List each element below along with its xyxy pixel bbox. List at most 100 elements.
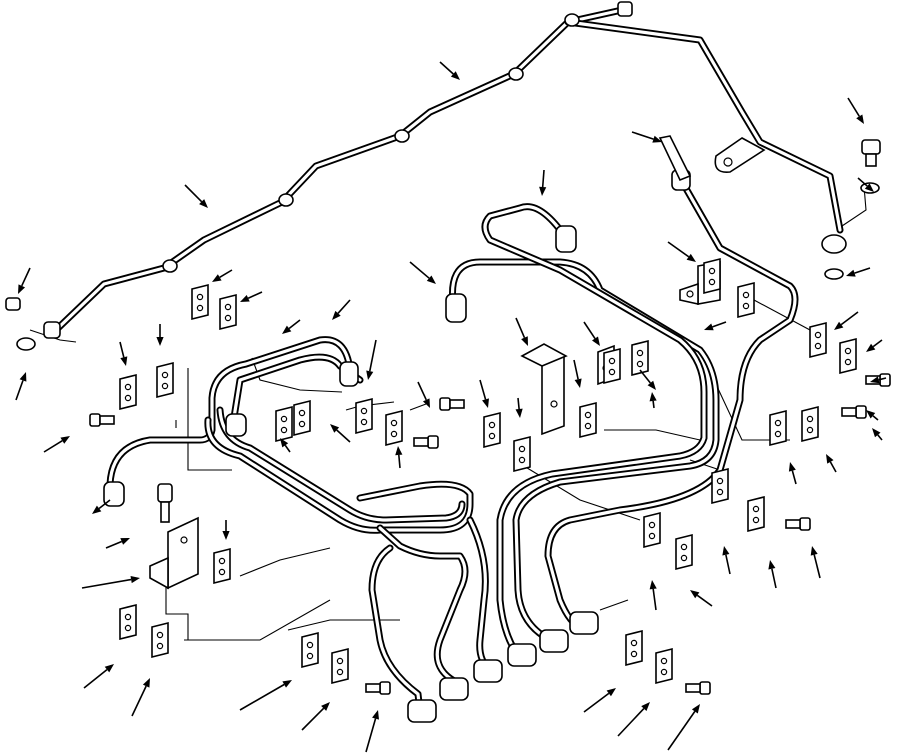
callout-arrow xyxy=(667,704,700,751)
callout-arrow xyxy=(280,438,291,453)
callout-arrow xyxy=(870,376,887,384)
clamp-bolt xyxy=(879,373,891,387)
callout-arrow xyxy=(105,538,130,549)
clamp-bolt xyxy=(799,517,811,531)
clamp-plate xyxy=(655,647,673,685)
clamp-plates xyxy=(119,257,857,685)
clamp-plate xyxy=(703,257,721,295)
callout-arrow xyxy=(846,267,871,277)
mounting-bracket xyxy=(167,516,199,590)
clamp-plate xyxy=(675,533,693,571)
callout-arrow xyxy=(639,369,656,390)
callout-arrow xyxy=(857,177,874,192)
return-line-end-fitting xyxy=(617,1,633,17)
clamp-plate xyxy=(331,647,349,685)
nozzle-nut xyxy=(339,361,359,387)
leader-lines xyxy=(29,185,867,641)
clamp-plate xyxy=(579,401,597,439)
callout-arrow xyxy=(439,61,460,80)
callout-arrow xyxy=(332,299,351,320)
callout-arrow xyxy=(282,319,301,334)
pump-nut xyxy=(539,629,569,653)
clamp-plate xyxy=(747,495,765,533)
callout-arrow xyxy=(212,269,233,282)
callout-arrow xyxy=(330,424,351,443)
pump-nut xyxy=(569,611,599,635)
clamp-plate xyxy=(603,347,621,385)
washer xyxy=(16,337,36,351)
callout-arrows xyxy=(15,61,887,753)
callout-arrow xyxy=(156,324,164,346)
bolt xyxy=(157,483,173,503)
pump-nut xyxy=(439,677,469,701)
pump-nut xyxy=(407,699,437,723)
clamp-bolt xyxy=(427,435,439,449)
clamp-plate xyxy=(301,631,319,669)
return-line-joint xyxy=(564,13,580,27)
pump-nut xyxy=(507,643,537,667)
callout-arrow xyxy=(131,678,150,717)
mounting-bracket xyxy=(541,354,565,436)
clamp-plate xyxy=(293,399,311,437)
callout-arrow xyxy=(119,341,128,366)
clamp-bolt xyxy=(413,437,429,447)
clamp-plate xyxy=(275,405,293,443)
clamp-plate xyxy=(801,405,819,443)
callout-arrow xyxy=(222,520,230,540)
clamp-plate xyxy=(737,281,755,319)
return-line-end-fitting xyxy=(43,321,61,339)
callout-arrow xyxy=(239,680,292,711)
return-line xyxy=(43,1,844,339)
banjo-bolt xyxy=(861,139,881,155)
callout-arrow xyxy=(395,446,403,469)
return-line-joint xyxy=(162,259,178,273)
banjo-fittings xyxy=(5,139,881,523)
callout-arrow xyxy=(834,311,859,330)
nozzle-nut xyxy=(445,293,467,323)
callout-arrow xyxy=(240,291,263,302)
clamp-bolt xyxy=(89,413,101,427)
clamp-bolts xyxy=(89,373,891,695)
callout-arrow xyxy=(866,410,879,421)
pump-nut xyxy=(473,659,503,683)
pipe-clamp-tab xyxy=(658,135,692,182)
clamp-plate xyxy=(191,283,209,321)
callout-arrow xyxy=(667,241,696,262)
clamp-plate xyxy=(119,603,137,641)
return-line-joint xyxy=(508,67,524,81)
banjo-bolt xyxy=(5,297,21,311)
callout-arrow xyxy=(365,710,379,753)
nozzle-nut xyxy=(225,413,247,437)
callout-arrow xyxy=(847,97,864,124)
callout-arrow xyxy=(722,546,731,575)
bolt-shank xyxy=(160,501,170,523)
nozzle-nut xyxy=(555,225,577,253)
clamp-plate xyxy=(385,409,403,447)
callout-arrow xyxy=(15,372,27,401)
clamp-plate xyxy=(213,547,231,585)
callout-arrow xyxy=(690,590,713,607)
banjo-fitting xyxy=(821,234,847,254)
return-line-joint xyxy=(394,129,410,143)
clamp-plate xyxy=(711,467,729,505)
clamp-bolt xyxy=(439,397,451,411)
clamp-bolt xyxy=(449,399,465,409)
clamp-plate xyxy=(219,293,237,331)
callout-arrow xyxy=(515,397,523,418)
callout-arrow xyxy=(573,359,582,388)
callout-arrow xyxy=(768,560,777,589)
clamp-bolt xyxy=(785,519,801,529)
clamp-bolt xyxy=(365,683,381,693)
callout-arrow xyxy=(649,392,657,409)
callout-arrow xyxy=(826,454,837,473)
mounting-bracket xyxy=(520,343,568,367)
callout-arrow xyxy=(788,462,797,485)
clamp-plate xyxy=(119,373,137,411)
clamp-plate xyxy=(809,321,827,359)
mounting-bracket xyxy=(149,556,169,590)
callout-arrow xyxy=(81,575,140,589)
line-nuts xyxy=(103,135,692,723)
clamp-bolt xyxy=(99,415,115,425)
